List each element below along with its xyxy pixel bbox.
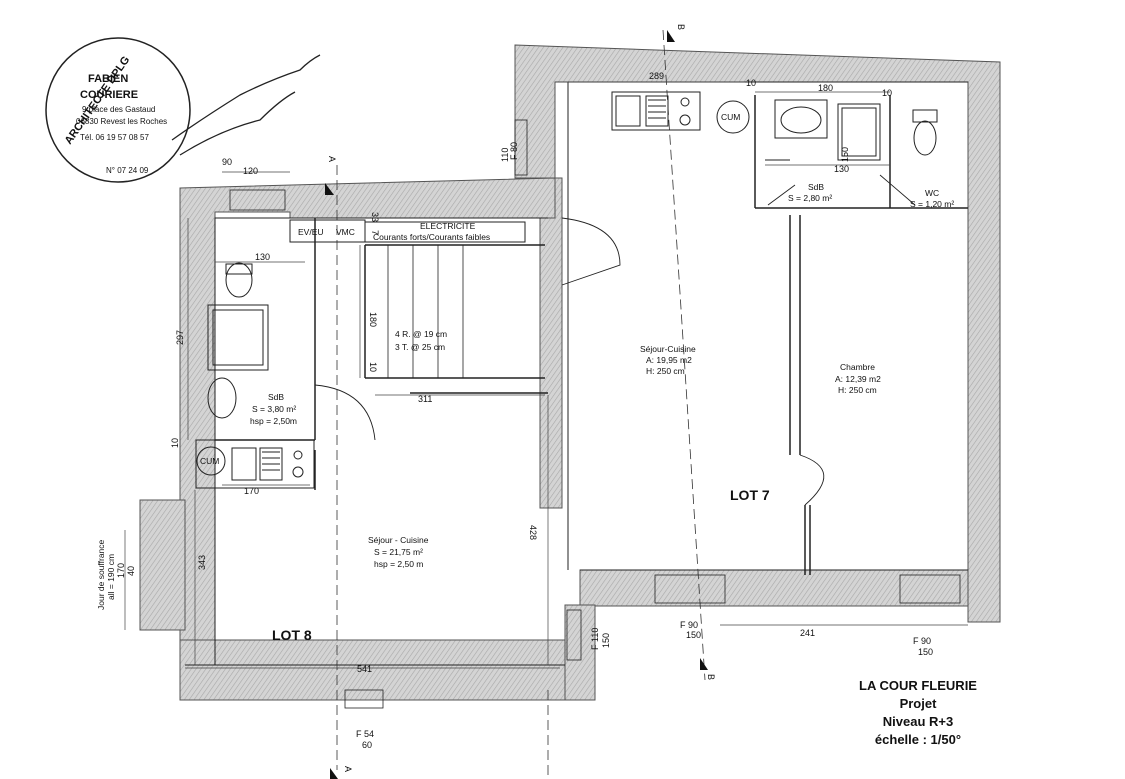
dim-180a: 180	[818, 83, 833, 93]
sdb8-name: SdB	[268, 392, 284, 402]
electricity-label: ELECTRICITE	[420, 221, 476, 231]
jour-label: Jour de souffrance	[96, 539, 106, 610]
dim-10a: 10	[746, 78, 756, 88]
dim-130b: 130	[255, 252, 270, 262]
dim-541: 541	[357, 664, 372, 674]
stamp-addr1: 9 place des Gastaud	[82, 105, 155, 114]
wc-name: WC	[925, 188, 939, 198]
cum8-label: CUM	[200, 456, 219, 466]
title-block: LA COUR FLEURIE Projet Niveau R+3 échell…	[859, 678, 977, 747]
dim-170b: 170	[116, 563, 126, 578]
dim-f80: F 80	[509, 142, 519, 160]
dimension-labels: 289 10 180 10 F 80 110 130 150 90 120 33…	[116, 71, 933, 750]
stamp-name1: FABIEN	[88, 73, 128, 85]
door-swings	[314, 159, 916, 506]
sdb8-height: hsp = 2,50m	[250, 416, 297, 426]
technical-labels: EV/EU VMC ELECTRICITE Courants forts/Cou…	[96, 112, 740, 610]
partitions	[215, 95, 968, 575]
evu-label: EV/EU	[298, 227, 324, 237]
dim-150b: 150	[601, 633, 611, 648]
chambre-area: A: 12,39 m2	[835, 374, 881, 384]
stair-risers: 4 R. @ 19 cm	[395, 329, 447, 339]
dim-f90a: F 90	[680, 620, 698, 630]
dim-428: 428	[528, 525, 538, 540]
title-line3: Niveau R+3	[883, 714, 953, 729]
chambre-name: Chambre	[840, 362, 875, 372]
dim-f110: F 110	[590, 628, 600, 650]
dim-10d: 10	[170, 438, 180, 448]
dim-150c: 150	[686, 630, 701, 640]
title-line1: LA COUR FLEURIE	[859, 678, 977, 693]
sejour7-height: H: 250 cm	[646, 366, 685, 376]
dim-343: 343	[197, 555, 207, 570]
cum7-label: CUM	[721, 112, 740, 122]
lot7-walls	[514, 44, 1001, 623]
dim-150a: 150	[840, 147, 850, 162]
vmc-label: VMC	[336, 227, 355, 237]
section-markers: B B A A	[325, 24, 716, 779]
windows	[229, 119, 961, 709]
stair-treads: 3 T. @ 25 cm	[395, 342, 445, 352]
dim-311: 311	[418, 394, 432, 404]
dim-170a: 170	[244, 486, 259, 496]
dim-10b: 10	[882, 88, 892, 98]
architect-stamp: ARCHITECTE DPLG FABIEN COURIERE 9 place …	[45, 37, 321, 183]
dim-120: 120	[243, 166, 258, 176]
sejour7-name: Séjour-Cuisine	[640, 344, 696, 354]
stamp-tel: Tél. 06 19 57 08 57	[80, 133, 149, 142]
sdb7-area: S = 2,80 m²	[788, 193, 832, 203]
lot8-walls	[139, 177, 596, 701]
dim-40: 40	[126, 566, 136, 576]
jour-height: all = 190 cm	[106, 554, 116, 600]
sejour8-height: hsp = 2,50 m	[374, 559, 423, 569]
section-b-top: B	[676, 24, 686, 30]
dim-110a: 110	[500, 148, 510, 162]
chambre-height: H: 250 cm	[838, 385, 877, 395]
electricity-sub-label: Courants forts/Courants faibles	[373, 232, 490, 242]
sdb8-area: S = 3,80 m²	[252, 404, 296, 414]
dim-f54: F 54	[356, 729, 374, 739]
lot8-label: LOT 8	[272, 627, 312, 643]
dim-f90b: F 90	[913, 636, 931, 646]
dim-241: 241	[800, 628, 815, 638]
lot7-label: LOT 7	[730, 487, 770, 503]
section-a-top: A	[327, 156, 337, 162]
dim-90a: 90	[222, 157, 232, 167]
dim-180b: 180	[368, 312, 378, 327]
sejour8-name: Séjour - Cuisine	[368, 535, 429, 545]
stamp-addr2: 06830 Revest les Roches	[76, 117, 167, 126]
dim-10c: 10	[368, 362, 378, 372]
fixtures-lot8	[195, 219, 526, 489]
dim-297: 297	[175, 330, 185, 345]
sejour7-area: A: 19,95 m2	[646, 355, 692, 365]
wc-area: S = 1,20 m²	[910, 199, 954, 209]
dim-7: 7	[370, 230, 380, 235]
dim-130a: 130	[834, 164, 849, 174]
section-a-bottom: A	[343, 766, 353, 772]
section-b-bottom: B	[706, 674, 716, 680]
dimension-lines	[124, 81, 968, 669]
title-line4: échelle : 1/50°	[875, 732, 961, 747]
dim-150d: 150	[918, 647, 933, 657]
section-lines	[336, 29, 706, 779]
sejour8-area: S = 21,75 m²	[374, 547, 423, 557]
signature	[171, 54, 321, 156]
dim-33: 33	[370, 212, 380, 222]
dim-289: 289	[649, 71, 664, 81]
dim-60: 60	[362, 740, 372, 750]
title-line2: Projet	[900, 696, 938, 711]
sdb7-name: SdB	[808, 182, 824, 192]
stamp-number: N° 07 24 09	[106, 166, 149, 175]
fixtures-lot7	[611, 91, 938, 161]
room-labels: Séjour-Cuisine A: 19,95 m2 H: 250 cm Cha…	[250, 182, 954, 569]
stamp-name2: COURIERE	[80, 89, 138, 101]
